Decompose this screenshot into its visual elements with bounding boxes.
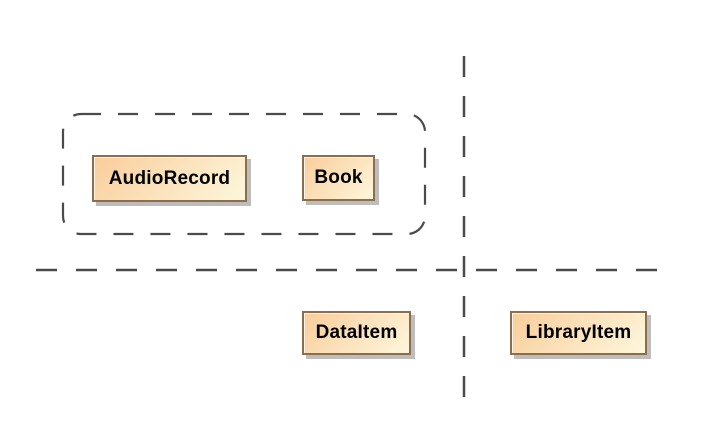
class-box-book[interactable]: Book bbox=[302, 155, 375, 201]
group-dashed-outline bbox=[61, 112, 427, 236]
class-box-libraryitem[interactable]: LibraryItem bbox=[510, 311, 647, 355]
class-box-dataitem[interactable]: DataItem bbox=[302, 311, 411, 355]
class-label-audiorecord: AudioRecord bbox=[108, 167, 231, 189]
class-box-audiorecord[interactable]: AudioRecord bbox=[92, 155, 247, 202]
class-label-dataitem: DataItem bbox=[315, 322, 398, 343]
class-label-libraryitem: LibraryItem bbox=[525, 322, 632, 343]
class-label-book: Book bbox=[314, 167, 363, 188]
